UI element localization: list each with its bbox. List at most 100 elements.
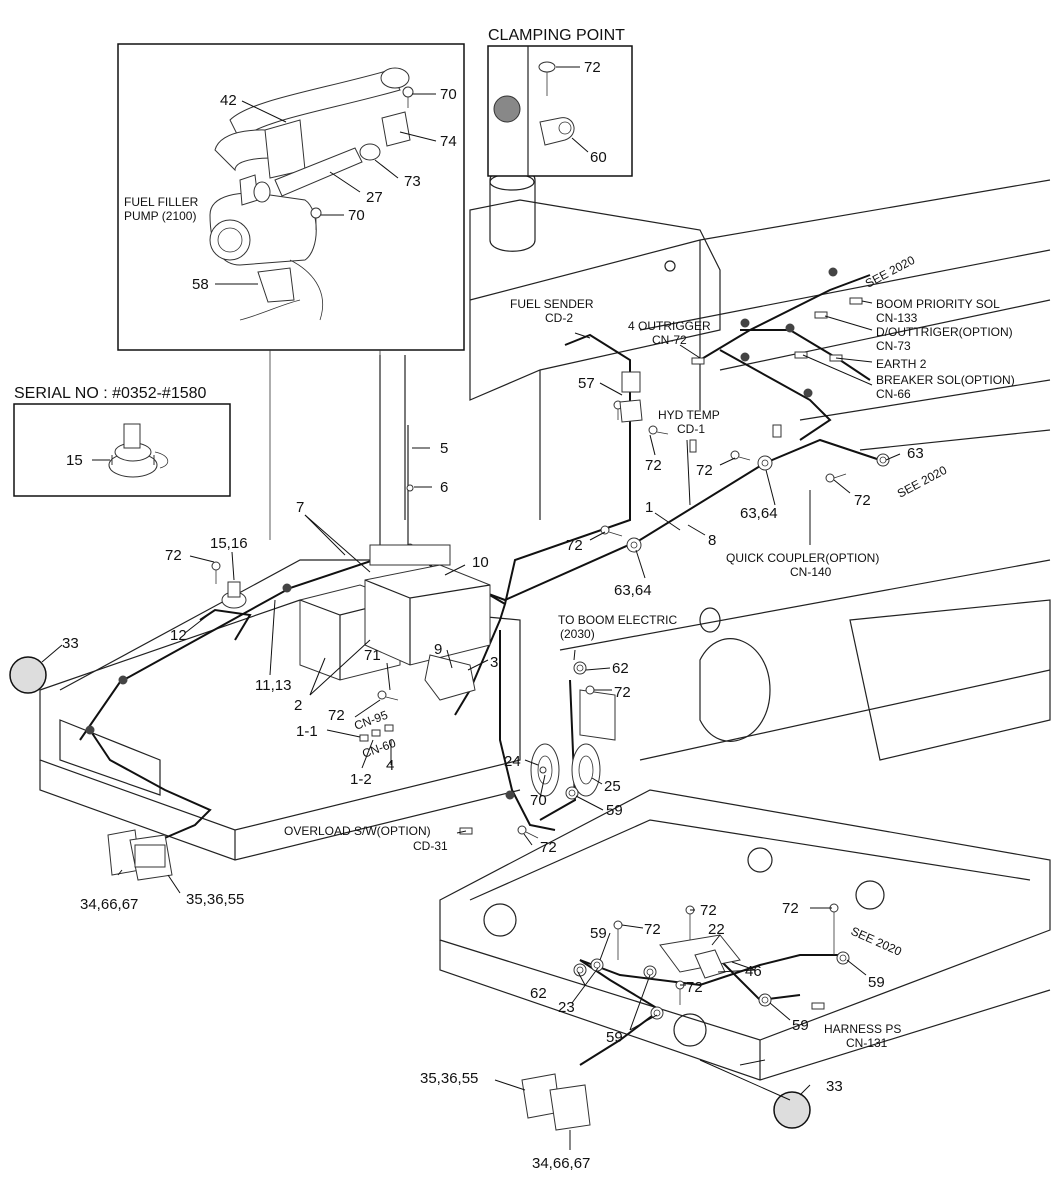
connector-icon — [794, 351, 808, 359]
d-outrigger-label: D/OUTTRIGER(OPTION) — [876, 325, 1013, 339]
fuel-sender-label: FUEL SENDER — [510, 297, 594, 311]
label-1-2: 1-2 — [350, 771, 372, 788]
label-73: 73 — [404, 173, 421, 190]
clamping-point-panel: CLAMPING POINT 72 60 — [487, 27, 633, 177]
reflector-icon — [9, 656, 47, 694]
work-lamp-left — [107, 829, 173, 881]
clip-icon — [619, 399, 643, 423]
clip-icon — [573, 963, 587, 977]
label-70: 70 — [530, 792, 547, 809]
clip-icon — [757, 455, 773, 471]
label-70: 70 — [348, 207, 365, 224]
see-2020-note: SEE 2020 — [849, 924, 904, 959]
outrigger-label: 4 OUTRIGGER — [628, 319, 711, 333]
label-62: 62 — [612, 660, 629, 677]
label-58: 58 — [192, 276, 209, 293]
label-72: 72 — [584, 59, 601, 76]
bolt-icon — [517, 825, 539, 839]
quick-coupler-code: CN-140 — [790, 565, 832, 579]
connector-icon — [772, 424, 782, 438]
bolt-icon — [600, 525, 623, 537]
clip-icon — [626, 537, 642, 553]
label-27: 27 — [366, 189, 383, 206]
label-72: 72 — [614, 684, 631, 701]
label-33: 33 — [826, 1078, 843, 1095]
label-72: 72 — [165, 547, 182, 564]
relay-box — [659, 934, 741, 979]
see-2020-note: SEE 2020 — [895, 463, 950, 501]
label-25: 25 — [604, 778, 621, 795]
breaker-code: CN-66 — [876, 387, 911, 401]
label-3: 3 — [490, 654, 498, 671]
boom-electric-ref: (2030) — [560, 627, 595, 641]
battery-right — [364, 564, 491, 666]
hyd-temp-code: CD-1 — [677, 422, 705, 436]
cn-95-connector: CN-95 — [352, 708, 390, 733]
clip-icon — [836, 951, 850, 965]
bolt-icon — [825, 473, 847, 483]
clip-icon — [539, 117, 575, 146]
label-72: 72 — [854, 492, 871, 509]
clamp-point-marker-icon — [803, 388, 813, 398]
label-9: 9 — [434, 641, 442, 658]
bracket — [381, 111, 411, 147]
label-33: 33 — [62, 635, 79, 652]
serial-number-title: SERIAL NO : #0352-#1580 — [14, 385, 207, 402]
label-2: 2 — [294, 697, 302, 714]
label-62: 62 — [530, 985, 547, 1002]
label-72: 72 — [686, 979, 703, 996]
label-34-66-67: 34,66,67 — [80, 896, 138, 913]
serial-number-panel: SERIAL NO : #0352-#1580 15 — [13, 385, 231, 497]
connector-icon — [811, 1002, 825, 1010]
label-23: 23 — [558, 999, 575, 1016]
hyd-temp-label: HYD TEMP — [658, 408, 720, 422]
chassis-frame — [39, 168, 1051, 1081]
fuel-filler-caption: PUMP (2100) — [124, 209, 196, 223]
batteries — [299, 544, 491, 701]
label-63-64: 63,64 — [614, 582, 652, 599]
clamp-point-marker-icon — [118, 675, 128, 685]
breaker-label: BREAKER SOL(OPTION) — [876, 373, 1015, 387]
harness-ps-label: HARNESS PS — [824, 1022, 901, 1036]
callout-labels: FUEL SENDER CD-2 4 OUTRIGGER CN-72 BOOM … — [62, 253, 1015, 1172]
bolt-icon — [613, 920, 623, 960]
earth2-label: EARTH 2 — [876, 357, 927, 371]
label-1-1: 1-1 — [296, 723, 318, 740]
horn-bracket — [579, 689, 616, 741]
connector-icon — [849, 297, 863, 305]
label-34-66-67: 34,66,67 — [532, 1155, 590, 1172]
bolt-icon — [730, 450, 751, 461]
clip-icon — [650, 1006, 664, 1020]
label-35-36-55: 35,36,55 — [420, 1070, 478, 1087]
clip-icon — [590, 958, 604, 972]
reflector-icon — [773, 1091, 811, 1129]
label-10: 10 — [472, 554, 489, 571]
hose-clamp-band — [264, 119, 306, 179]
fuel-tube — [274, 147, 363, 197]
fuel-filler-pump-panel: 42 70 74 27 73 70 58 FUEL FILLER PUMP (2… — [117, 43, 465, 351]
see-2020-note: SEE 2020 — [863, 253, 918, 291]
bolt-icon — [539, 766, 547, 774]
clamp-point-marker-icon — [85, 725, 95, 735]
label-72: 72 — [644, 921, 661, 938]
clips — [565, 371, 890, 1020]
label-6: 6 — [440, 479, 448, 496]
connector-icon — [689, 439, 697, 453]
harness-ps-code: CN-131 — [846, 1036, 888, 1050]
label-42: 42 — [220, 92, 237, 109]
boom-priority-code: CN-133 — [876, 311, 918, 325]
key-switch-icon — [108, 423, 169, 478]
main-wire-harness — [79, 274, 881, 1066]
label-72: 72 — [700, 902, 717, 919]
label-74: 74 — [440, 133, 457, 150]
clip-icon — [876, 453, 890, 467]
label-63-64: 63,64 — [740, 505, 778, 522]
label-60: 60 — [590, 149, 607, 166]
label-59: 59 — [792, 1017, 809, 1034]
clamp-point-marker-icon — [282, 583, 292, 593]
horn-icon — [571, 743, 601, 797]
d-outrigger-code: CN-73 — [876, 339, 911, 353]
clip-icon — [643, 965, 657, 979]
boom-electric-label: TO BOOM ELECTRIC — [558, 613, 677, 627]
